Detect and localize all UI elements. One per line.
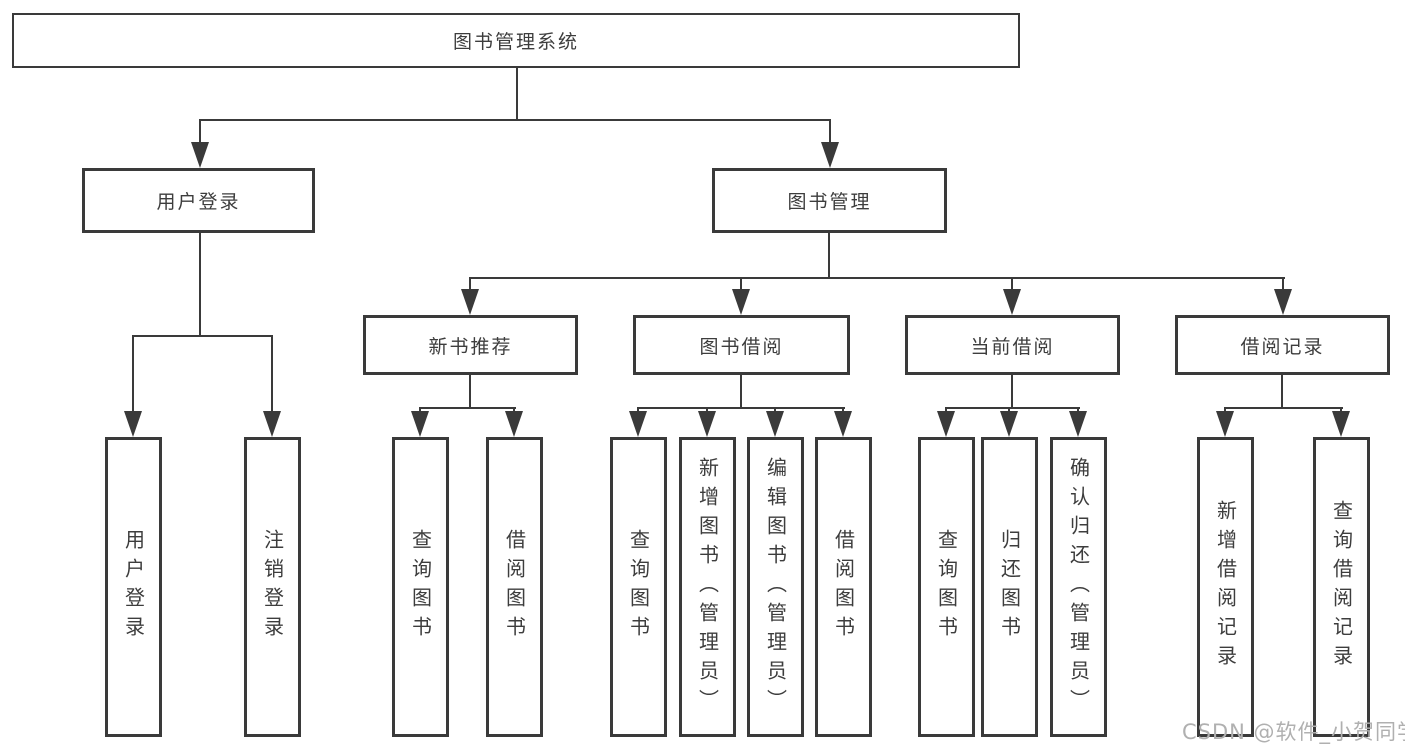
node-user-login-label: 用户登录 xyxy=(156,191,241,213)
node-borrowing-records-label: 借阅记录 xyxy=(1240,335,1325,358)
connector-vline xyxy=(740,375,742,409)
connector-arrow-stem xyxy=(271,335,273,417)
leaf-label: 查询借阅记录 xyxy=(1329,500,1354,674)
arrowhead-icon xyxy=(263,411,281,437)
connector-vline xyxy=(516,68,518,121)
leaf-query-books-borrowing: 查询图书 xyxy=(610,437,667,737)
arrowhead-icon xyxy=(505,411,523,437)
leaf-confirm-return-admin: 确认归还（管理员） xyxy=(1050,437,1107,737)
leaf-label: 查询图书 xyxy=(408,529,433,645)
arrowhead-icon xyxy=(766,411,784,437)
arrowhead-icon xyxy=(834,411,852,437)
node-book-management-label: 图书管理 xyxy=(787,191,872,213)
arrowhead-icon xyxy=(411,411,429,437)
arrowhead-icon xyxy=(821,142,839,168)
leaf-label: 编辑图书（管理员） xyxy=(763,456,788,718)
leaf-user-login: 用户登录 xyxy=(105,437,162,737)
connector-arrow-stem xyxy=(1282,277,1284,295)
node-book-borrowing-label: 图书借阅 xyxy=(699,335,784,358)
connector-hline xyxy=(419,407,516,409)
leaf-query-borrow-record: 查询借阅记录 xyxy=(1313,437,1370,737)
arrowhead-icon xyxy=(1003,289,1021,315)
arrowhead-icon xyxy=(629,411,647,437)
connector-arrow-stem xyxy=(829,119,831,148)
node-root: 图书管理系统 xyxy=(12,13,1020,68)
connector-vline xyxy=(828,233,830,279)
connector-vline xyxy=(1011,375,1013,409)
connector-vline xyxy=(1281,375,1283,409)
arrowhead-icon xyxy=(124,411,142,437)
arrowhead-icon xyxy=(1000,411,1018,437)
leaf-borrow-books-recommend: 借阅图书 xyxy=(486,437,543,737)
leaf-add-books-admin: 新增图书（管理员） xyxy=(679,437,736,737)
node-root-label: 图书管理系统 xyxy=(452,31,579,53)
arrowhead-icon xyxy=(698,411,716,437)
leaf-return-books: 归还图书 xyxy=(981,437,1038,737)
leaf-label: 新增借阅记录 xyxy=(1213,500,1238,674)
leaf-label: 新增图书（管理员） xyxy=(695,456,720,718)
arrowhead-icon xyxy=(1069,411,1087,437)
leaf-borrow-books-borrowing: 借阅图书 xyxy=(815,437,872,737)
leaf-label: 查询图书 xyxy=(934,529,959,645)
leaf-query-books-recommend: 查询图书 xyxy=(392,437,449,737)
leaf-label: 用户登录 xyxy=(121,529,146,645)
arrowhead-icon xyxy=(461,289,479,315)
leaf-label: 归还图书 xyxy=(997,529,1022,645)
arrowhead-icon xyxy=(937,411,955,437)
connector-arrow-stem xyxy=(469,277,471,295)
arrowhead-icon xyxy=(1216,411,1234,437)
arrowhead-icon xyxy=(191,142,209,168)
leaf-label: 借阅图书 xyxy=(831,529,856,645)
connector-arrow-stem xyxy=(1011,277,1013,295)
connector-arrow-stem xyxy=(199,119,201,148)
connector-hline xyxy=(132,335,273,337)
node-new-book-recommend: 新书推荐 xyxy=(363,315,578,375)
connector-vline xyxy=(469,375,471,409)
connector-arrow-stem xyxy=(132,335,134,417)
leaf-add-borrow-record: 新增借阅记录 xyxy=(1197,437,1254,737)
node-book-borrowing: 图书借阅 xyxy=(633,315,850,375)
csdn-watermark: CSDN @软件_小贺同学 xyxy=(1182,720,1405,744)
connector-hline xyxy=(199,119,831,121)
connector-hline xyxy=(1224,407,1343,409)
arrowhead-icon xyxy=(1274,289,1292,315)
node-current-borrowing: 当前借阅 xyxy=(905,315,1120,375)
node-user-login: 用户登录 xyxy=(82,168,315,233)
leaf-label: 查询图书 xyxy=(626,529,651,645)
connector-hline xyxy=(469,277,1285,279)
arrowhead-icon xyxy=(732,289,750,315)
leaf-edit-books-admin: 编辑图书（管理员） xyxy=(747,437,804,737)
leaf-label: 借阅图书 xyxy=(502,529,527,645)
connector-vline xyxy=(199,233,201,337)
node-current-borrowing-label: 当前借阅 xyxy=(970,335,1055,358)
arrowhead-icon xyxy=(1332,411,1350,437)
connector-arrow-stem xyxy=(740,277,742,295)
node-borrowing-records: 借阅记录 xyxy=(1175,315,1390,375)
leaf-label: 确认归还（管理员） xyxy=(1066,456,1091,718)
leaf-logout: 注销登录 xyxy=(244,437,301,737)
leaf-query-books-current: 查询图书 xyxy=(918,437,975,737)
node-new-book-recommend-label: 新书推荐 xyxy=(428,335,513,358)
leaf-label: 注销登录 xyxy=(260,529,285,645)
node-book-management: 图书管理 xyxy=(712,168,947,233)
